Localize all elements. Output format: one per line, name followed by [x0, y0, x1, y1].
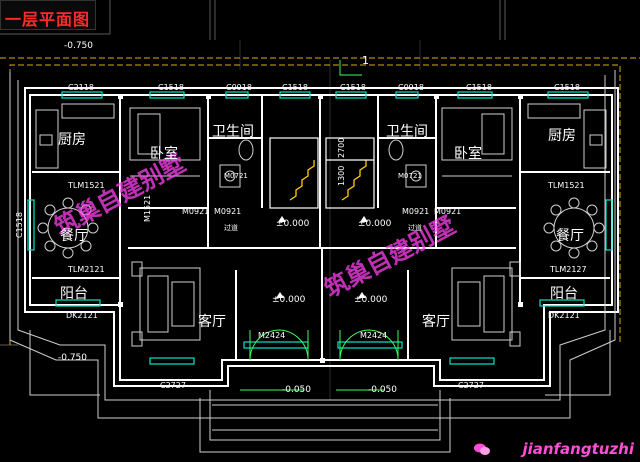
door-swings — [240, 60, 399, 391]
site-boundary — [0, 0, 506, 346]
kitchen-fixtures — [35, 103, 607, 169]
window-c1518-b: C1518 — [282, 83, 308, 92]
room-living-right: 客厅 — [422, 313, 450, 330]
door-tlm1521-left: TLM1521 — [67, 181, 105, 190]
room-dining-right: 餐厅 — [556, 228, 584, 244]
room-bedroom-right: 卧室 — [454, 145, 482, 162]
dining-table-left — [37, 197, 99, 259]
window-c1518-side: C1518 — [15, 212, 24, 238]
room-bath-right: 卫生间 — [386, 124, 428, 140]
title-badge: 一层平面图 — [0, 0, 96, 30]
elevation-exterior-bottom: -0.750 — [58, 353, 87, 363]
drawing-title: 一层平面图 — [5, 10, 91, 29]
door-m2424-right: M2424 — [360, 331, 387, 340]
window-c0918-a: C0918 — [226, 83, 252, 92]
elevation-step-right: -0.050 — [368, 385, 397, 395]
door-tlm2121-left: TLM2121 — [67, 265, 105, 274]
door-m0921-c: M0921 — [402, 207, 429, 216]
window-c1518-c: C1518 — [340, 83, 366, 92]
door-m2424-left: M2424 — [258, 331, 285, 340]
dining-table-right — [543, 197, 605, 259]
window-c2727-b: C2727 — [458, 381, 484, 390]
door-tlm2127-right: TLM2127 — [549, 265, 587, 274]
stair-edges — [269, 137, 375, 209]
door-tlm1521-right: TLM1521 — [547, 181, 585, 190]
staircase — [289, 160, 367, 201]
room-bedroom-left: 卧室 — [150, 145, 178, 162]
elevation-4: ±0.000 — [354, 295, 388, 305]
door-m0921-b: M0921 — [214, 207, 241, 216]
opening-dk2121-right: DK2121 — [548, 311, 580, 320]
bedroom-fixtures — [129, 107, 513, 177]
window-c1518-a: C1518 — [158, 83, 184, 92]
window-c1518-e: C1518 — [554, 83, 580, 92]
room-dining-left: 餐厅 — [60, 228, 88, 244]
elevation-2: ±0.000 — [358, 219, 392, 229]
bathroom-fixtures — [219, 139, 427, 188]
door-m0921-a: M0921 — [182, 207, 209, 216]
elevation-step-left: -0.050 — [282, 385, 311, 395]
dimension-1300: 1300 — [337, 166, 346, 186]
window-c1518-d: C1518 — [466, 83, 492, 92]
brand-watermark: jianfangtuzhi — [522, 440, 634, 458]
door-m0921-d: M0921 — [434, 207, 461, 216]
terrace-lines — [9, 70, 616, 453]
room-kitchen-left: 厨房 — [58, 132, 86, 148]
elevation-1: ±0.000 — [276, 219, 310, 229]
window-c2727-a: C2727 — [160, 381, 186, 390]
wechat-icon — [474, 443, 490, 455]
door-m1521: M1521 — [143, 195, 152, 222]
dimension-2700: 2700 — [337, 138, 346, 158]
opening-dk2121-left: DK2121 — [66, 311, 98, 320]
room-kitchen-right: 厨房 — [548, 128, 576, 144]
sofa-left — [131, 261, 201, 347]
sofa-right — [451, 261, 521, 347]
room-living-left: 客厅 — [198, 313, 226, 330]
elevation-3: ±0.000 — [272, 295, 306, 305]
corridor-label-right: 过道 — [408, 223, 422, 232]
room-bath-left: 卫生间 — [212, 124, 254, 140]
elevation-exterior-top: -0.750 — [64, 41, 93, 51]
room-balcony-right: 阳台 — [550, 286, 578, 302]
axis-label-1: 1 — [362, 54, 369, 67]
door-m0721-right: M0721 — [398, 172, 422, 180]
corridor-label-left: 过道 — [224, 223, 238, 232]
window-c2118: C2118 — [68, 83, 94, 92]
window-c0918-b: C0918 — [398, 83, 424, 92]
door-m0721-left: M0721 — [224, 172, 248, 180]
column-blocks — [118, 94, 523, 363]
room-balcony-left: 阳台 — [60, 286, 88, 302]
elevation-markers — [276, 216, 368, 298]
